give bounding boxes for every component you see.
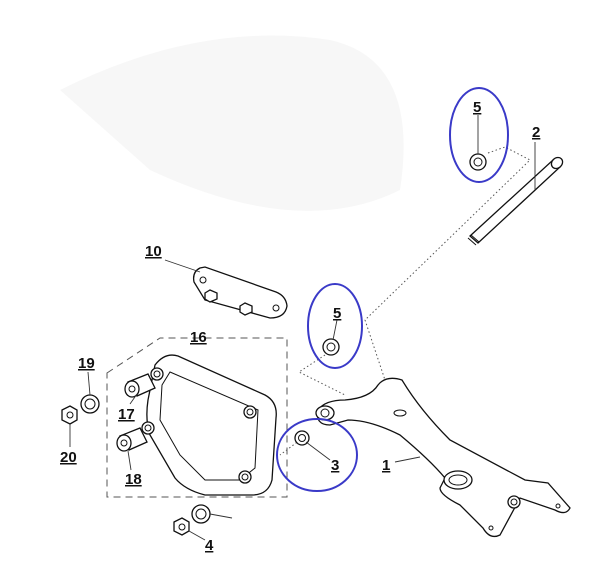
stud-upper-part: [124, 373, 156, 398]
label-bracket-group[interactable]: 16: [190, 329, 207, 346]
nut-left-part: [61, 405, 78, 425]
bolt-part: [467, 156, 564, 246]
bracket-part: [141, 354, 277, 496]
label-washer-mid[interactable]: 5: [333, 305, 341, 322]
group-box: [106, 337, 288, 498]
label-stud-lower[interactable]: 18: [125, 471, 142, 488]
label-nut-bottom[interactable]: 4: [205, 537, 214, 554]
label-nut-left[interactable]: 20: [60, 449, 77, 466]
nut-bottom-part: [173, 517, 190, 536]
washer-mid-part: [322, 338, 340, 356]
plate-part: [192, 266, 288, 319]
watermark: [60, 35, 404, 211]
leader-lines: [69, 115, 536, 541]
label-washer-left[interactable]: 19: [78, 355, 95, 372]
label-washer-lower[interactable]: 3: [331, 457, 339, 474]
arm-part: [315, 377, 571, 538]
label-arm[interactable]: 1: [382, 457, 390, 474]
stud-lower-part: [116, 427, 148, 452]
highlight-washer-lower: [276, 418, 358, 492]
label-stud-upper[interactable]: 17: [118, 406, 135, 423]
label-washer-top[interactable]: 5: [473, 99, 481, 116]
washer-bottom-part: [191, 504, 233, 524]
highlight-washer-mid: [307, 283, 363, 369]
washer-left-part: [80, 394, 100, 414]
washer-lower-part: [294, 430, 310, 446]
label-bolt[interactable]: 2: [532, 124, 540, 141]
washer-top-part: [469, 153, 487, 171]
label-plate[interactable]: 10: [145, 243, 162, 260]
highlight-washer-top: [449, 87, 509, 183]
